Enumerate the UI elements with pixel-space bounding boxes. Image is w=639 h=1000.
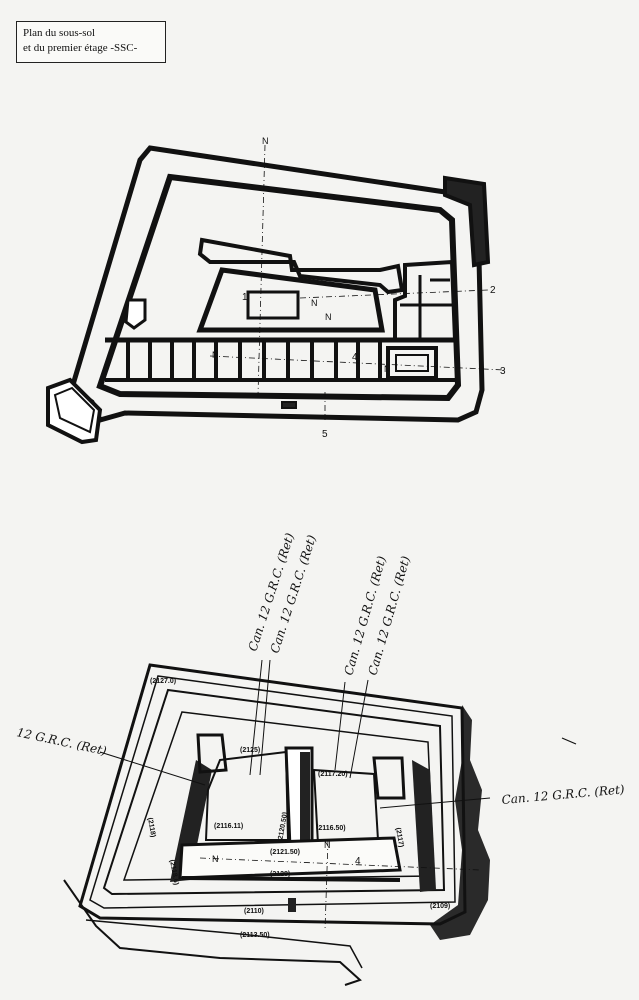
caption-box: Plan du sous-sol et du premier étage -SS… (16, 21, 166, 63)
elevation-label: (2118) (146, 817, 156, 838)
west-gun-pit (204, 750, 290, 841)
elevation-label: (2125) (240, 747, 260, 754)
leader-lines (99, 659, 491, 809)
west-turret (196, 733, 228, 774)
north-mark: N (324, 840, 331, 850)
north-mark: N (325, 312, 332, 322)
elevation-label: (2113.50) (240, 932, 270, 939)
caption-line-1: Plan du sous-sol (23, 27, 96, 39)
section-number: 4 (352, 352, 358, 363)
ne-bastion (443, 175, 491, 268)
upper-plan-labels: N N N N N 1 2 3 4 5 (212, 136, 506, 440)
gun-label: Can. 12 G.R.C. (Ret) (501, 782, 625, 807)
postern (281, 401, 297, 409)
lower-floor-plan (63, 659, 491, 986)
north-mark: N (262, 136, 269, 146)
east-rooms (393, 259, 458, 342)
elevation-label: (2116.11) (214, 823, 243, 830)
gun-label: 12 G.R.C. (Ret) (15, 725, 108, 758)
entry-road (63, 879, 362, 986)
section-lines (199, 839, 481, 931)
west-small-bastion (124, 298, 147, 330)
outer-glacis (78, 663, 467, 926)
vegetation-east (430, 705, 490, 940)
inner-courtyard (196, 267, 385, 333)
section-number: 3 (500, 366, 506, 377)
east-turret (372, 756, 406, 800)
elevation-label: (2121.50) (270, 849, 300, 856)
elevation-label: (2128) (270, 871, 290, 878)
east-chamber (386, 346, 438, 380)
elevation-label: (2117) (394, 827, 404, 848)
elevation-label: (2110) (244, 908, 264, 915)
inner-rampart-wall (96, 173, 462, 402)
section-number: 1 (242, 292, 248, 303)
north-mark: N (212, 854, 219, 864)
north-mark: N (311, 298, 318, 308)
embankment-east (412, 760, 436, 892)
section-number: 4 (355, 856, 361, 867)
upper-floor-plan (46, 144, 506, 445)
south-barracks-block (178, 836, 402, 880)
courtyard-block (246, 290, 300, 320)
casemate-walls (126, 340, 382, 380)
elevation-label: (2109) (430, 903, 450, 910)
elevation-label: (2118.6) (168, 859, 179, 886)
margin-mark (561, 737, 577, 745)
east-gun-pit (312, 768, 380, 846)
caption-line-2: et du premier étage -SSC- (23, 42, 138, 54)
sw-bastion (46, 377, 103, 445)
elevation-label: (2116.50) (316, 825, 346, 832)
north-mark: N (384, 364, 391, 374)
elevation-label: (2117.20) (318, 771, 348, 778)
gate (288, 898, 296, 912)
north-barracks (197, 237, 405, 295)
north-mark: N (212, 350, 219, 360)
elevation-label: (2127.0) (150, 678, 176, 685)
section-number: 2 (490, 285, 496, 296)
section-number: 5 (322, 429, 328, 440)
section-lines (209, 144, 506, 420)
